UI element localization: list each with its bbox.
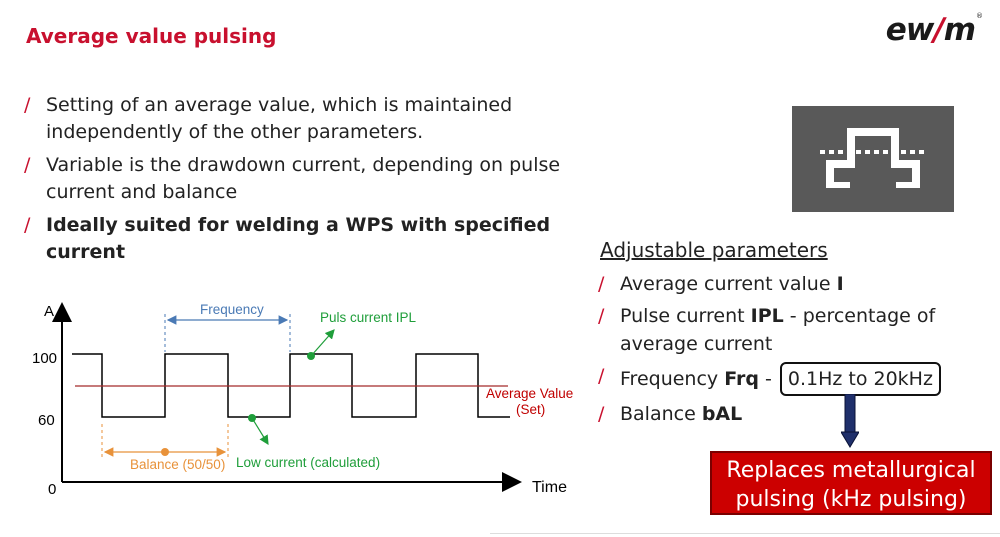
parameter-item: Average current value I [598,270,978,298]
parameter-item: Balance bAL [598,400,978,428]
high-level-label: 100 [32,350,57,367]
pulse-current-label: Puls current IPL [320,310,417,325]
pulse-diagram: A Time 0 100 60 Average Value (Set) Freq… [32,302,573,498]
low-current-label: Low current (calculated) [236,455,380,470]
footer-divider [490,533,1000,534]
frequency-label: Frequency [200,302,264,317]
bullet-item: Ideally suited for welding a WPS with sp… [24,212,584,266]
parameters-heading: Adjustable parameters [600,238,828,262]
callout-line: pulsing (kHz pulsing) [735,487,967,512]
origin-label: 0 [48,481,56,498]
x-axis-label: Time [532,479,567,496]
page-title: Average value pulsing [26,24,277,48]
pulse-current-pointer [310,329,335,357]
balance-midpoint-dot [161,448,169,456]
frequency-range-box: 0.1Hz to 20kHz [779,362,941,396]
callout-box: Replaces metallurgical pulsing (kHz puls… [710,451,992,515]
bullet-list: Setting of an average value, which is ma… [24,92,584,272]
bullet-item: Setting of an average value, which is ma… [24,92,584,146]
ewm-logo: ew/m® [885,12,983,48]
parameter-item: Pulse current IPL - percentage of averag… [598,302,978,358]
callout-line: Replaces metallurgical [726,458,976,483]
bullet-item: Variable is the drawdown current, depend… [24,152,584,206]
low-level-label: 60 [38,412,55,429]
average-value-label: Average Value [486,386,573,401]
parameter-item: Frequency Frq - 0.1Hz to 20kHz [598,362,978,396]
average-value-label-set: (Set) [516,402,545,417]
pulse-waveform-icon [792,106,954,212]
balance-label: Balance (50/50) [130,457,225,472]
y-axis-label: A [44,303,54,320]
parameters-list: Average current value I Pulse current IP… [598,270,978,432]
arrow-down-icon [841,394,859,448]
low-current-pointer [251,417,269,446]
